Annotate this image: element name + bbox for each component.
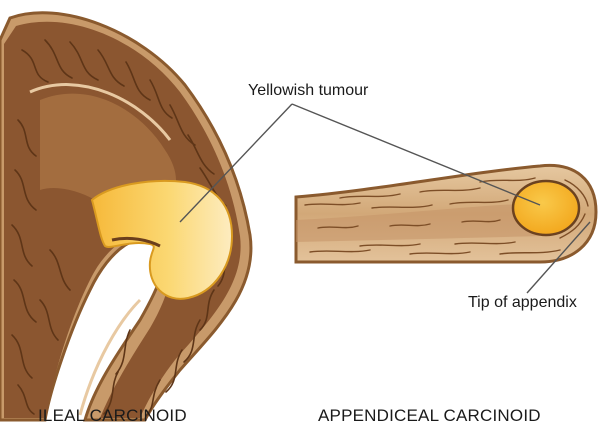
label-tip-of-appendix: Tip of appendix (468, 294, 577, 312)
label-yellowish-tumour: Yellowish tumour (248, 82, 368, 100)
ileal-segment (0, 13, 251, 420)
caption-appendiceal-carcinoid: APPENDICEAL CARCINOID (318, 406, 541, 426)
caption-ileal-carcinoid: ILEAL CARCINOID (38, 406, 187, 426)
appendix (296, 165, 596, 262)
appendiceal-tumour (513, 181, 579, 235)
